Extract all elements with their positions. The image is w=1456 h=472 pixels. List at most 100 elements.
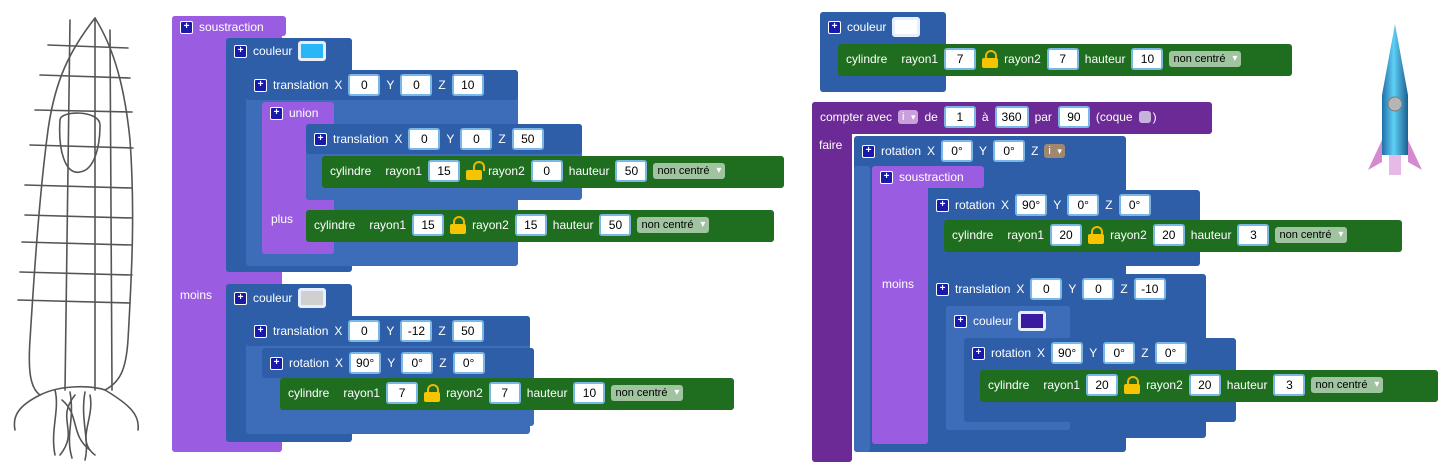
- color-swatch-gray[interactable]: [298, 288, 327, 308]
- hauteur-label: hauteur: [1190, 228, 1232, 242]
- couleur-label: couleur: [973, 314, 1013, 328]
- rayon2-field[interactable]: 15: [514, 214, 547, 236]
- expand-icon[interactable]: +: [936, 198, 949, 212]
- expand-icon[interactable]: +: [880, 170, 893, 184]
- x-field[interactable]: 0: [1030, 278, 1063, 300]
- y-field[interactable]: -12: [400, 320, 433, 342]
- center-dropdown[interactable]: non centré: [1169, 51, 1242, 67]
- rayon1-field[interactable]: 20: [1050, 224, 1083, 246]
- expand-icon[interactable]: +: [234, 291, 247, 305]
- rayon1-field[interactable]: 15: [428, 160, 461, 182]
- y-label: Y: [387, 356, 396, 370]
- expand-icon[interactable]: +: [234, 44, 247, 58]
- rayon1-field[interactable]: 7: [944, 48, 977, 70]
- x-label: X: [1001, 198, 1010, 212]
- loop-label: compter avec: [820, 110, 893, 124]
- expand-icon[interactable]: +: [972, 346, 985, 360]
- rayon2-field[interactable]: 7: [1046, 48, 1079, 70]
- step-field[interactable]: 90: [1057, 106, 1090, 128]
- rotation-label: rotation: [991, 346, 1032, 360]
- coque-checkbox[interactable]: [1138, 111, 1151, 123]
- y-field[interactable]: 0: [1082, 278, 1115, 300]
- soustraction-label: soustraction: [899, 170, 964, 184]
- loop-variable-dropdown[interactable]: i: [898, 110, 919, 124]
- y-label: Y: [1053, 198, 1062, 212]
- rayon2-field[interactable]: 7: [488, 382, 521, 404]
- color-swatch-dark-purple[interactable]: [1018, 311, 1047, 331]
- expand-icon[interactable]: +: [254, 78, 267, 92]
- rayon1-label: rayon1: [1007, 228, 1045, 242]
- color-swatch-white[interactable]: [892, 17, 921, 37]
- expand-icon[interactable]: +: [180, 20, 193, 34]
- expand-icon[interactable]: +: [270, 356, 283, 370]
- z-field[interactable]: -10: [1133, 278, 1166, 300]
- y-field[interactable]: 0°: [993, 140, 1026, 162]
- z-field[interactable]: 0°: [1118, 194, 1151, 216]
- rayon1-field[interactable]: 7: [386, 382, 419, 404]
- y-field[interactable]: 0°: [401, 352, 434, 374]
- expand-icon[interactable]: +: [828, 20, 841, 34]
- center-dropdown[interactable]: non centré: [611, 385, 684, 401]
- z-field[interactable]: 50: [511, 128, 544, 150]
- expand-icon[interactable]: +: [270, 106, 283, 120]
- hauteur-field[interactable]: 50: [599, 214, 632, 236]
- lock-icon[interactable]: [1124, 376, 1141, 394]
- rayon2-field[interactable]: 20: [1152, 224, 1185, 246]
- to-field[interactable]: 360: [994, 106, 1029, 128]
- center-dropdown[interactable]: non centré: [1311, 377, 1384, 393]
- lock-icon[interactable]: [1088, 226, 1105, 244]
- center-dropdown[interactable]: non centré: [1275, 227, 1348, 243]
- rayon1-field[interactable]: 15: [412, 214, 445, 236]
- lock-icon[interactable]: [982, 50, 999, 68]
- y-field[interactable]: 0: [400, 74, 433, 96]
- z-field[interactable]: 0°: [1154, 342, 1187, 364]
- z-field[interactable]: 0°: [452, 352, 485, 374]
- z-variable-dropdown[interactable]: i: [1044, 144, 1065, 158]
- x-field[interactable]: 0: [348, 74, 381, 96]
- x-field[interactable]: 0: [348, 320, 381, 342]
- from-field[interactable]: 1: [943, 106, 976, 128]
- x-label: X: [335, 356, 344, 370]
- expand-icon[interactable]: +: [862, 144, 875, 158]
- color-swatch-light-blue[interactable]: [298, 41, 327, 61]
- y-label: Y: [446, 132, 455, 146]
- expand-icon[interactable]: +: [314, 132, 327, 146]
- expand-icon[interactable]: +: [954, 314, 967, 328]
- loop-block[interactable]: [812, 102, 852, 462]
- rayon2-field[interactable]: 20: [1188, 374, 1221, 396]
- hauteur-field[interactable]: 10: [573, 382, 606, 404]
- rayon2-label: rayon2: [488, 164, 525, 178]
- center-dropdown[interactable]: non centré: [637, 217, 710, 233]
- hauteur-field[interactable]: 3: [1237, 224, 1270, 246]
- rayon2-field[interactable]: 0: [530, 160, 563, 182]
- rayon1-field[interactable]: 20: [1086, 374, 1119, 396]
- x-field[interactable]: 0°: [941, 140, 974, 162]
- z-field[interactable]: 50: [451, 320, 484, 342]
- rayon2-label: rayon2: [1110, 228, 1147, 242]
- lock-icon[interactable]: [424, 384, 441, 402]
- z-label: Z: [438, 78, 446, 92]
- lock-icon[interactable]: [450, 216, 467, 234]
- x-field[interactable]: 90°: [1051, 342, 1084, 364]
- z-field[interactable]: 10: [451, 74, 484, 96]
- hauteur-field[interactable]: 3: [1273, 374, 1306, 396]
- rotation-label: rotation: [289, 356, 330, 370]
- y-field[interactable]: 0°: [1103, 342, 1136, 364]
- x-field[interactable]: 90°: [1015, 194, 1048, 216]
- y-field[interactable]: 0°: [1067, 194, 1100, 216]
- translation-label: translation: [333, 132, 389, 146]
- unlock-icon[interactable]: [466, 161, 486, 180]
- hauteur-field[interactable]: 50: [615, 160, 648, 182]
- hauteur-field[interactable]: 10: [1131, 48, 1164, 70]
- expand-icon[interactable]: +: [254, 324, 267, 338]
- x-field[interactable]: 90°: [349, 352, 382, 374]
- soustraction-block-right[interactable]: [872, 166, 928, 444]
- y-field[interactable]: 0: [460, 128, 493, 150]
- x-field[interactable]: 0: [408, 128, 441, 150]
- rayon1-label: rayon1: [901, 52, 939, 66]
- expand-icon[interactable]: +: [936, 282, 949, 296]
- rocket-sketch-image: [13, 17, 139, 461]
- z-label: Z: [1031, 144, 1039, 158]
- cylindre-label: cylindre: [952, 228, 994, 242]
- center-dropdown[interactable]: non centré: [653, 163, 726, 179]
